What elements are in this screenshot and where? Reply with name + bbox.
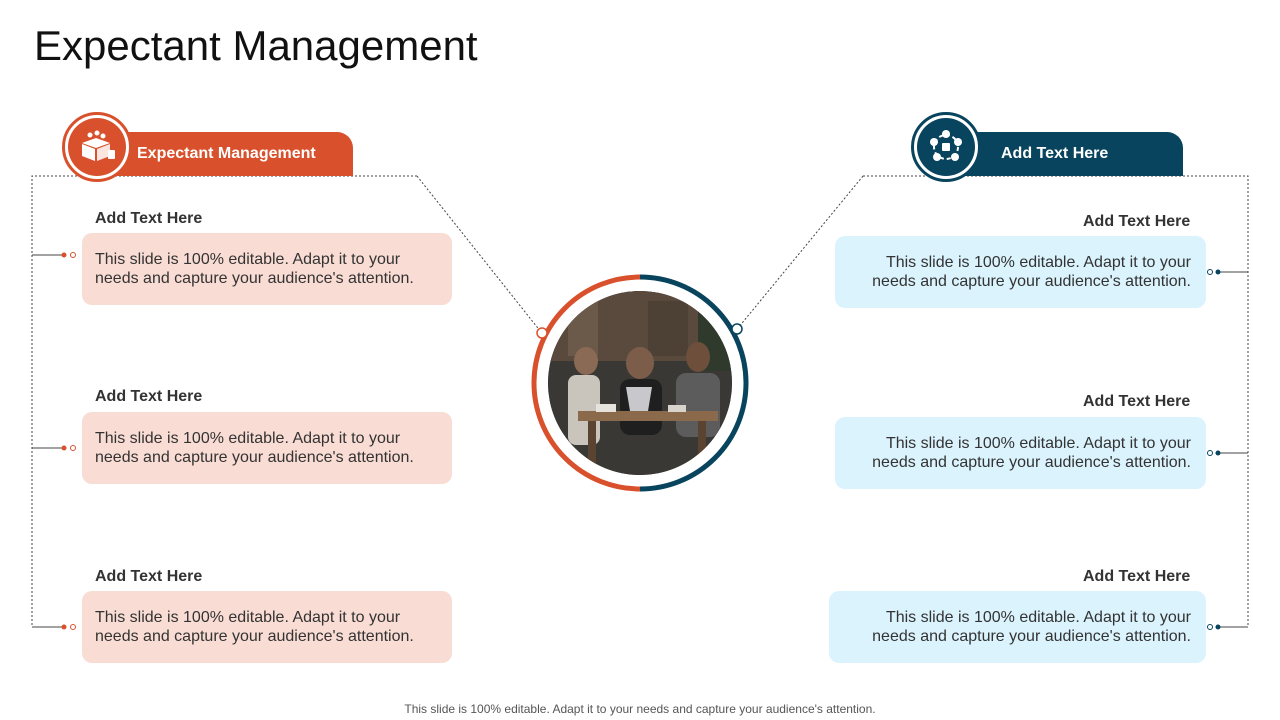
right-connector-dots xyxy=(1207,269,1221,630)
right-item-3-body: This slide is 100% editable. Adapt it to… xyxy=(872,609,1191,645)
right-icon-badge xyxy=(911,112,981,182)
left-item-3-body: This slide is 100% editable. Adapt it to… xyxy=(95,609,414,645)
left-item-1-body: This slide is 100% editable. Adapt it to… xyxy=(95,251,414,287)
left-item-3-heading: Add Text Here xyxy=(95,568,203,585)
left-header-label: Expectant Management xyxy=(137,145,316,162)
team-meeting-photo xyxy=(548,291,732,475)
right-item-1-box: This slide is 100% editable. Adapt it to… xyxy=(835,236,1206,308)
left-item-1-heading: Add Text Here xyxy=(95,210,203,227)
right-item-2-body: This slide is 100% editable. Adapt it to… xyxy=(872,435,1191,471)
right-item-3-box: This slide is 100% editable. Adapt it to… xyxy=(829,591,1206,663)
right-header-label: Add Text Here xyxy=(1001,145,1109,162)
left-icon-badge xyxy=(62,112,132,182)
right-item-1-heading: Add Text Here xyxy=(1083,213,1191,230)
right-item-2-heading: Add Text Here xyxy=(1083,393,1191,410)
left-item-3-box: This slide is 100% editable. Adapt it to… xyxy=(82,591,452,663)
left-item-2-heading: Add Text Here xyxy=(95,388,203,405)
page-title: Expectant Management xyxy=(34,22,478,69)
product-box-icon xyxy=(82,130,115,161)
left-connector-dots xyxy=(61,252,76,630)
left-item-2-box: This slide is 100% editable. Adapt it to… xyxy=(82,412,452,484)
left-item-1-box: This slide is 100% editable. Adapt it to… xyxy=(82,233,452,305)
right-item-2-box: This slide is 100% editable. Adapt it to… xyxy=(835,417,1206,489)
footer-note: This slide is 100% editable. Adapt it to… xyxy=(404,702,876,716)
center-ring xyxy=(531,274,749,492)
left-item-2-body: This slide is 100% editable. Adapt it to… xyxy=(95,430,414,466)
right-header: Add Text Here xyxy=(950,132,1183,176)
network-cycle-icon xyxy=(930,130,962,161)
right-item-1-body: This slide is 100% editable. Adapt it to… xyxy=(872,254,1191,290)
left-header: Expectant Management xyxy=(98,132,353,176)
right-item-3-heading: Add Text Here xyxy=(1083,568,1191,585)
left-bracket-line xyxy=(31,175,417,628)
team-meeting-illustration xyxy=(548,291,732,475)
left-diagonal-line xyxy=(416,175,542,333)
right-diagonal-line xyxy=(737,175,864,329)
